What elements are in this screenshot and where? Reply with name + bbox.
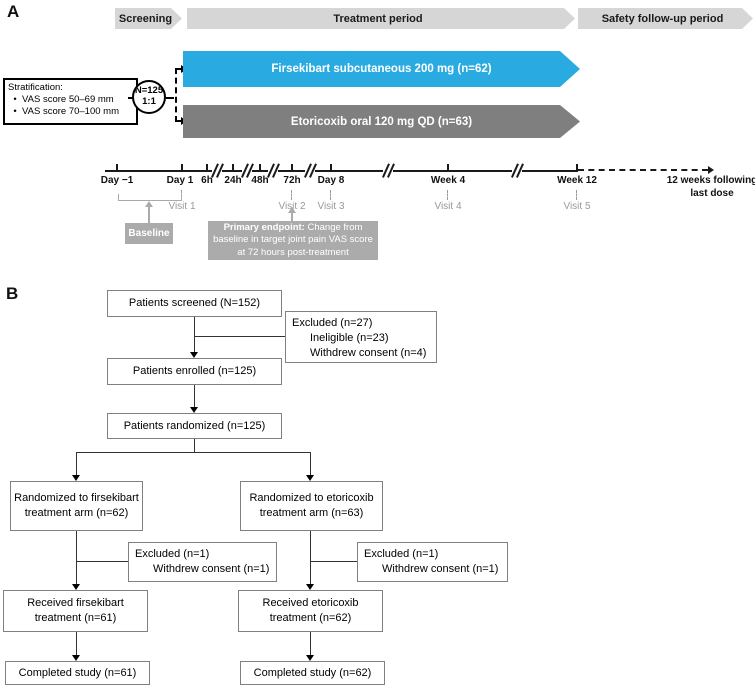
stratification-item: • VAS score 50–69 mm xyxy=(8,94,133,106)
stratification-item: • VAS score 70–100 mm xyxy=(8,106,133,118)
flow-line xyxy=(310,531,311,585)
primary-endpoint-text: Primary endpoint: Change from baseline i… xyxy=(213,221,373,258)
flow-line-to-excluded xyxy=(310,561,357,562)
stratification-box: Stratification: • VAS score 50–69 mm • V… xyxy=(3,78,138,125)
flow-line xyxy=(194,385,195,408)
tick-day8 xyxy=(330,164,332,171)
arrowhead xyxy=(190,352,198,358)
primary-endpoint-arrowhead xyxy=(288,207,296,213)
tick-24h xyxy=(232,164,234,171)
tick-48h xyxy=(259,164,261,171)
timeline-arrowhead xyxy=(708,166,714,174)
box-excluded-etoricoxib: Excluded (n=1) Withdrew consent (n=1) xyxy=(357,542,508,582)
baseline-arrow-shaft xyxy=(148,206,150,223)
arrowhead xyxy=(72,584,80,590)
tick-label-6h: 6h xyxy=(201,175,213,186)
randomization-circle: N=125 1:1 xyxy=(132,80,166,114)
tick-day-minus1 xyxy=(116,164,118,171)
visit2-label: Visit 2 xyxy=(278,201,306,212)
axis-break-icon xyxy=(241,163,253,178)
baseline-bracket xyxy=(118,194,182,201)
tick-day1 xyxy=(181,164,183,171)
randomization-n: N=125 xyxy=(134,85,164,97)
bullet-icon: • xyxy=(13,93,17,105)
tick-label-48h: 48h xyxy=(251,175,269,186)
randomization-bracket xyxy=(175,68,177,122)
tick-72h xyxy=(291,164,293,171)
box-received-firsekibart: Received firsekibart treatment (n=61) xyxy=(3,590,148,632)
axis-break-icon xyxy=(511,163,523,178)
connector-line xyxy=(128,97,133,99)
randomization-ratio: 1:1 xyxy=(142,96,156,107)
axis-break-icon xyxy=(382,163,394,178)
box-completed-firsekibart: Completed study (n=61) xyxy=(5,661,150,685)
flow-line-to-excluded xyxy=(194,336,285,337)
arrowhead xyxy=(72,655,80,661)
phase-safety-followup: Safety follow-up period xyxy=(578,8,753,29)
box-completed-etoricoxib: Completed study (n=62) xyxy=(240,661,385,685)
panel-b-label: B xyxy=(6,284,19,303)
flow-line xyxy=(76,632,77,656)
panel-a-label: A xyxy=(7,2,20,21)
visit5-label: Visit 5 xyxy=(563,201,591,212)
arm-arrow-firsekibart: Firsekibart subcutaneous 200 mg (n=62) xyxy=(183,51,580,87)
visit3-label: Visit 3 xyxy=(317,201,345,212)
branch-bar xyxy=(76,452,311,453)
box-patients-randomized: Patients randomized (n=125) xyxy=(107,413,282,439)
visit3-tick xyxy=(330,190,331,200)
phase-treatment-period: Treatment period xyxy=(187,8,575,29)
box-excluded-firsekibart: Excluded (n=1) Withdrew consent (n=1) xyxy=(128,542,277,582)
stratification-title: Stratification: xyxy=(8,82,63,93)
arrowhead xyxy=(306,655,314,661)
tick-label-day1: Day 1 xyxy=(166,175,194,186)
arrowhead xyxy=(190,407,198,413)
box-patients-enrolled: Patients enrolled (n=125) xyxy=(107,358,282,385)
visit1-label: Visit 1 xyxy=(168,201,196,212)
tick-6h xyxy=(206,164,208,171)
tick-week12 xyxy=(576,164,578,171)
visit4-tick xyxy=(447,190,448,200)
tick-label-week4: Week 4 xyxy=(430,175,466,186)
randomization-bracket-top xyxy=(175,68,182,70)
arm-arrow-etoricoxib: Etoricoxib oral 120 mg QD (n=63) xyxy=(183,105,580,138)
tick-label-day-minus1: Day −1 xyxy=(100,175,134,186)
flow-line xyxy=(194,317,195,353)
arrowhead xyxy=(72,475,80,481)
axis-break-icon xyxy=(304,163,316,178)
flow-line xyxy=(310,632,311,656)
box-received-etoricoxib: Received etoricoxib treatment (n=62) xyxy=(238,590,383,632)
primary-endpoint-box: Primary endpoint: Change from baseline i… xyxy=(208,221,378,260)
axis-break-icon xyxy=(211,163,223,178)
tick-label-24h: 24h xyxy=(224,175,242,186)
arrowhead xyxy=(306,584,314,590)
primary-endpoint-arrow-shaft xyxy=(291,212,293,221)
flow-line-to-excluded xyxy=(76,561,128,562)
tick-week4 xyxy=(447,164,449,171)
randomization-bracket-bottom xyxy=(175,120,182,122)
visit4-label: Visit 4 xyxy=(434,201,462,212)
visit2-tick xyxy=(291,190,292,200)
tick-label-72h: 72h xyxy=(283,175,301,186)
baseline-arrowhead xyxy=(145,201,153,207)
branch-left xyxy=(76,452,77,476)
visit5-tick xyxy=(576,190,577,200)
box-excluded-main: Excluded (n=27) Ineligible (n=23) Withdr… xyxy=(285,311,437,363)
tick-label-week12: Week 12 xyxy=(557,175,597,186)
axis-break-icon xyxy=(267,163,279,178)
timeline-end-label: 12 weeks following last dose xyxy=(666,175,755,199)
branch-right xyxy=(310,452,311,476)
tick-label-day8: Day 8 xyxy=(317,175,345,186)
connector-line xyxy=(166,97,174,99)
baseline-box: Baseline xyxy=(125,223,173,244)
flow-line xyxy=(76,531,77,585)
box-randomized-firsekibart: Randomized to firsekibart treatment arm … xyxy=(10,481,143,531)
box-patients-screened: Patients screened (N=152) xyxy=(107,290,282,317)
phase-screening: Screening xyxy=(115,8,182,29)
box-randomized-etoricoxib: Randomized to etoricoxib treatment arm (… xyxy=(240,481,383,531)
arrowhead xyxy=(306,475,314,481)
branch-stem xyxy=(194,439,195,453)
timeline-axis-dashed xyxy=(578,169,708,171)
bullet-icon: • xyxy=(13,105,17,117)
timeline-axis xyxy=(105,170,578,172)
